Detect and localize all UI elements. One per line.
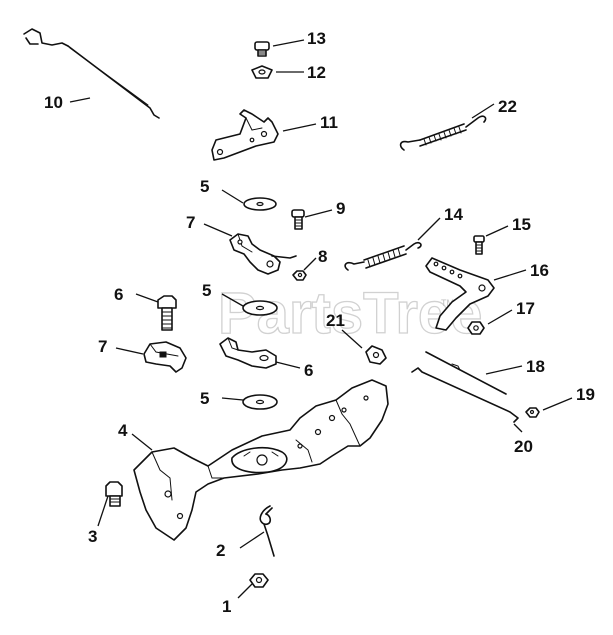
callout-5-middle: 5 bbox=[202, 281, 211, 300]
callout-17: 15 bbox=[512, 215, 531, 234]
callout-11: 9 bbox=[336, 199, 345, 218]
callout-2: 2 bbox=[216, 541, 225, 560]
callout-8: 6 bbox=[114, 285, 123, 304]
callout-15: 13 bbox=[307, 29, 326, 48]
callout-20: 18 bbox=[526, 357, 545, 376]
callout-23: 21 bbox=[326, 311, 345, 330]
callout-12: 10 bbox=[44, 93, 63, 112]
callout-5-bottom: 5 bbox=[200, 389, 209, 408]
part-5-washer-bottom[interactable] bbox=[242, 394, 278, 410]
part-4-main-bracket[interactable] bbox=[133, 379, 389, 541]
part-19-nut[interactable] bbox=[467, 321, 485, 335]
part-14-washer[interactable] bbox=[251, 65, 273, 79]
callout-24: 22 bbox=[498, 97, 517, 116]
part-24-spring[interactable] bbox=[399, 115, 487, 151]
part-7-clamp[interactable] bbox=[143, 341, 187, 373]
callout-5-top: 5 bbox=[200, 177, 209, 196]
part-3-bolt[interactable] bbox=[105, 481, 123, 507]
part-8-bolt[interactable] bbox=[157, 295, 177, 331]
callout-4: 4 bbox=[118, 421, 128, 440]
part-13-bracket[interactable] bbox=[211, 109, 279, 161]
part-1-nut[interactable] bbox=[249, 573, 269, 588]
callout-18: 16 bbox=[530, 261, 549, 280]
part-17-screw[interactable] bbox=[473, 235, 485, 255]
callout-1: 1 bbox=[222, 597, 231, 616]
part-11-screw[interactable] bbox=[291, 209, 305, 230]
callout-labels: 13 12 11 22 10 5 9 7 8 14 15 16 17 6 5 2… bbox=[44, 29, 595, 616]
part-9-lever[interactable] bbox=[229, 233, 297, 275]
leader-lines bbox=[69, 39, 573, 599]
part-23-clip[interactable] bbox=[365, 345, 387, 365]
callout-14: 12 bbox=[307, 63, 326, 82]
callout-13: 11 bbox=[320, 113, 338, 132]
part-5-washer-middle[interactable] bbox=[242, 300, 278, 316]
part-20-rod[interactable] bbox=[425, 351, 507, 395]
part-10-nut[interactable] bbox=[292, 270, 307, 281]
callout-10: 8 bbox=[318, 247, 327, 266]
watermark-trademark: TM bbox=[441, 298, 454, 308]
part-16-spring[interactable] bbox=[344, 241, 422, 271]
part-21-nut[interactable] bbox=[525, 407, 540, 418]
callout-7: 7 bbox=[98, 337, 107, 356]
part-18-control-lever[interactable] bbox=[425, 257, 495, 331]
part-6-link-plate[interactable] bbox=[219, 337, 277, 369]
part-15-screw[interactable] bbox=[254, 41, 270, 57]
callout-22: 20 bbox=[514, 437, 533, 456]
part-12-governor-rod[interactable] bbox=[23, 28, 160, 119]
callout-3: 3 bbox=[88, 527, 97, 546]
callout-9: 7 bbox=[186, 213, 195, 232]
part-2-spring[interactable] bbox=[259, 505, 275, 557]
part-5-washer-top[interactable] bbox=[243, 197, 277, 211]
callout-21: 19 bbox=[576, 385, 595, 404]
callout-16: 14 bbox=[444, 205, 463, 224]
callout-6: 6 bbox=[304, 361, 313, 380]
part-22-link-rod[interactable] bbox=[411, 367, 519, 423]
callout-19: 17 bbox=[516, 299, 535, 318]
